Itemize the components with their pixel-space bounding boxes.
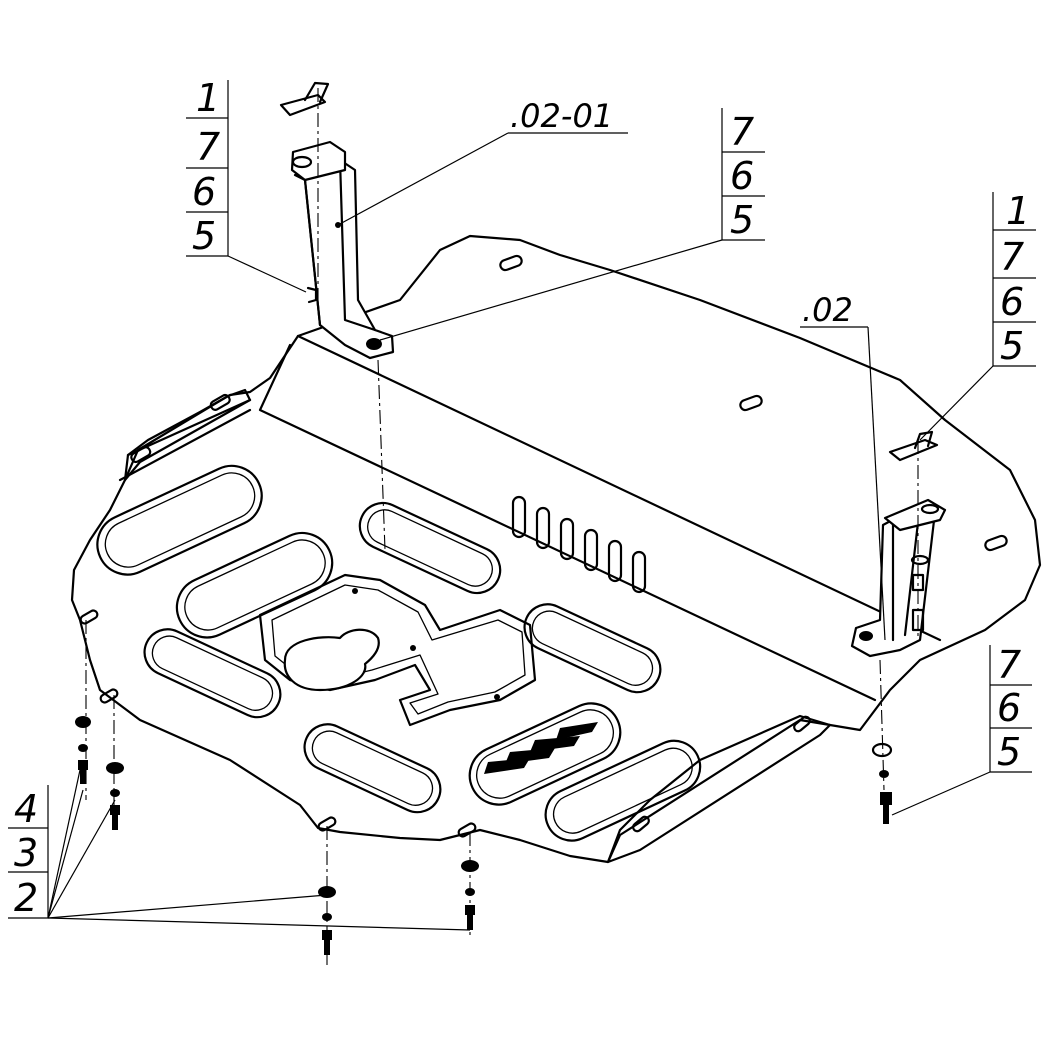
callout-right-bracket-6: 6 xyxy=(1000,280,1024,324)
bolt-icon xyxy=(322,930,332,955)
callout-right-bracket-7: 7 xyxy=(1000,235,1024,279)
relief-slot xyxy=(523,603,662,694)
callout-right-bolt-5: 5 xyxy=(997,730,1021,774)
front-fold-line xyxy=(258,334,942,702)
callout-right-bracket-1: 1 xyxy=(1006,189,1030,233)
bolt-icon xyxy=(110,805,120,830)
skid-plate xyxy=(70,234,1042,864)
washer-icon xyxy=(871,742,893,758)
drain-access-cover xyxy=(283,628,380,692)
callout-left-bracket-1: 1 xyxy=(196,76,220,120)
washer-icon xyxy=(318,886,336,898)
callout-bolt-6: 6 xyxy=(730,154,754,198)
callout-fastener-3: 3 xyxy=(14,831,38,875)
callout-left-bracket-5: 5 xyxy=(192,214,216,258)
callout-right-bolt-7: 7 xyxy=(997,643,1021,687)
callout-part-02: .02 xyxy=(802,291,853,329)
callout-fastener-2: 2 xyxy=(14,876,38,920)
washer-icon xyxy=(106,762,124,774)
relief-slot xyxy=(358,501,502,595)
vent-slot xyxy=(559,517,575,561)
callout-labels: 1 7 6 5 .02-01 7 6 5 1 7 6 5 .02 7 6 5 4… xyxy=(14,76,1030,920)
callout-right-bracket-5: 5 xyxy=(1000,324,1024,368)
callout-leaders xyxy=(8,80,1036,931)
relief-slot xyxy=(303,723,442,814)
vent-slot xyxy=(607,539,623,583)
callout-left-bracket-7: 7 xyxy=(196,125,220,169)
callout-bolt-7: 7 xyxy=(730,110,754,154)
bolt-icon xyxy=(880,792,892,824)
left-bracket xyxy=(279,81,395,360)
callout-right-bolt-6: 6 xyxy=(997,686,1021,730)
relief-slot xyxy=(143,628,282,719)
rear-fold-line xyxy=(118,398,252,482)
vent-slot xyxy=(583,528,599,572)
relief-slot xyxy=(544,739,702,842)
right-flange xyxy=(606,718,832,864)
fasteners xyxy=(75,716,893,955)
callout-bolt-5: 5 xyxy=(730,198,754,242)
relief-slot xyxy=(96,464,263,576)
vent-slot xyxy=(631,550,647,594)
callout-left-bracket-6: 6 xyxy=(192,170,216,214)
vent-slot xyxy=(535,506,551,550)
callout-fastener-4: 4 xyxy=(14,787,38,831)
callout-part-02-01: .02-01 xyxy=(510,97,613,135)
louvre-window xyxy=(468,702,622,806)
bolt-icon xyxy=(465,905,475,930)
washer-icon xyxy=(75,716,91,728)
right-bracket xyxy=(850,430,947,658)
washer-icon xyxy=(461,860,479,872)
vent-slots xyxy=(511,495,647,594)
bolt-icon xyxy=(78,760,88,784)
vent-slot xyxy=(511,495,527,539)
mounting-slots xyxy=(79,254,1008,838)
